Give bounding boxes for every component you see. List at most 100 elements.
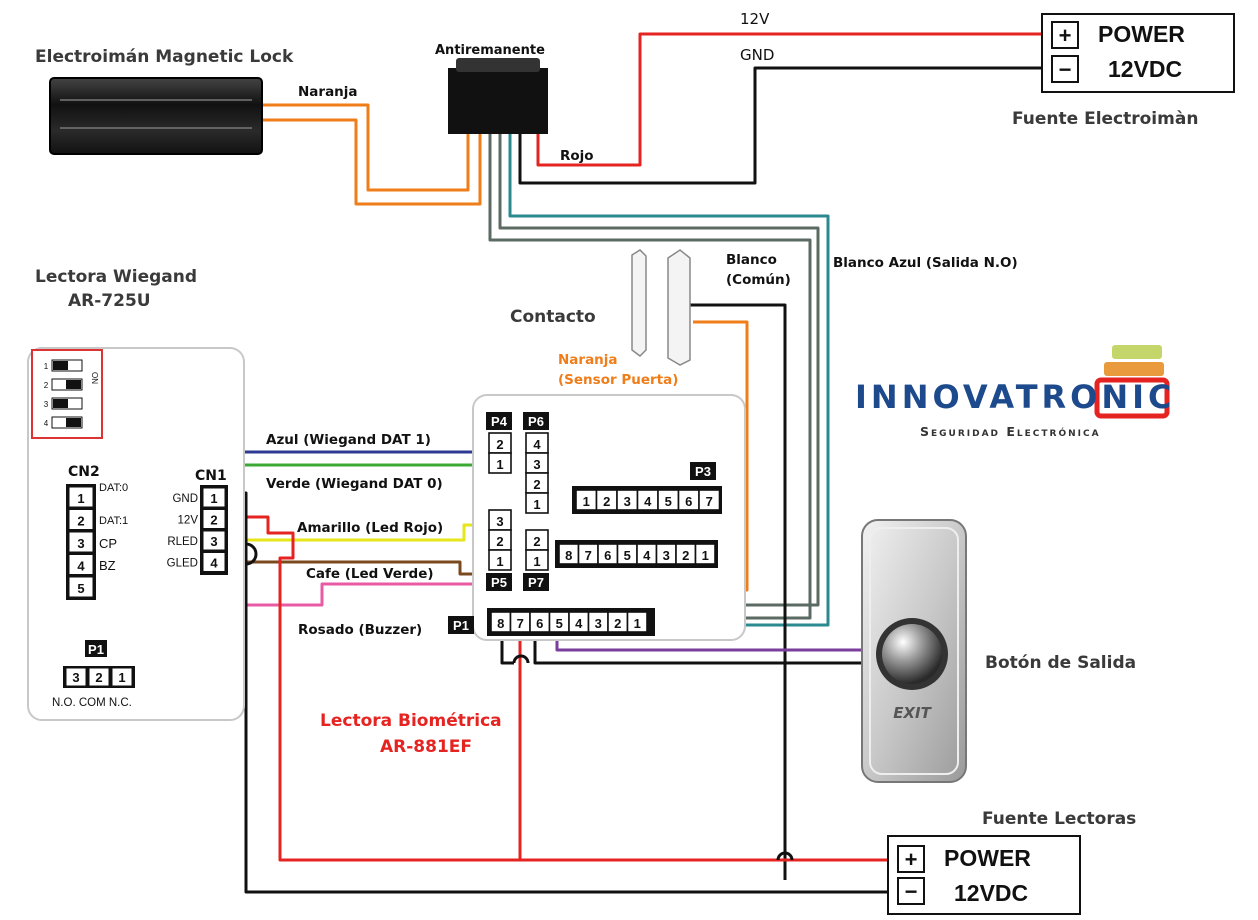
p6-tag xyxy=(523,412,549,430)
label-verde: Verde (Wiegand DAT 0) xyxy=(266,476,443,492)
cn1-pin-box xyxy=(202,487,226,508)
magnetic-lock-label: Electroimán Magnetic Lock xyxy=(35,47,294,67)
p1-wiegand-pin-number: 2 xyxy=(95,670,102,685)
p5-pin-number: 1 xyxy=(496,554,503,569)
row-pin-number: 3 xyxy=(663,548,670,563)
p7-pin-number: 2 xyxy=(533,534,540,549)
dip-number: 3 xyxy=(44,400,49,409)
p1-wiegand-pin-box xyxy=(88,667,110,687)
p3-pin-number: 2 xyxy=(603,494,610,509)
row-pin-number: 2 xyxy=(682,548,689,563)
power-lock-caption: Fuente Electroimàn xyxy=(1012,109,1198,129)
row-pin-number: 7 xyxy=(585,548,592,563)
p3-pin-number: 6 xyxy=(685,494,692,509)
p5-pin-box xyxy=(488,549,512,571)
wire-12v-red xyxy=(536,32,1042,167)
exit-text: EXIT xyxy=(893,704,932,722)
cn2-label: CN2 xyxy=(68,464,100,480)
door-contact: Contacto xyxy=(510,249,691,366)
wire-orange-lock-1 xyxy=(262,103,470,192)
magnetic-lock: Electroimán Magnetic Lock xyxy=(35,47,294,155)
biometric-title-1: Lectora Biométrica xyxy=(320,711,502,731)
p7-pin-box xyxy=(525,549,549,571)
label-rosado: Rosado (Buzzer) xyxy=(298,622,422,638)
label-naranja: Naranja xyxy=(298,84,358,100)
power-readers-caption: Fuente Lectoras xyxy=(982,809,1136,829)
p3-pin-number: 4 xyxy=(644,494,652,509)
p5-label: P5 xyxy=(491,575,507,590)
row-pin-number: 4 xyxy=(643,548,651,563)
logo-tagline: Seguridad Electrónica xyxy=(920,424,1101,439)
plus-icon: + xyxy=(905,847,918,872)
cn1-label: CN1 xyxy=(195,468,227,484)
p1-wiegand-label: P1 xyxy=(88,642,104,657)
cn2-pin-box xyxy=(68,486,94,508)
p6-pin-number: 3 xyxy=(533,457,540,472)
cn2-pin-number: 1 xyxy=(77,491,84,506)
p1-bio-label: P1 xyxy=(453,618,469,633)
row-pin-box xyxy=(694,543,716,565)
p1-wiegand-pin-box xyxy=(111,667,133,687)
row-pin-number: 6 xyxy=(604,548,611,563)
p5-pin-number: 3 xyxy=(496,514,503,529)
p7-tag xyxy=(523,573,549,591)
p1-bio-pin-number: 2 xyxy=(614,616,621,631)
dip-number: 2 xyxy=(44,381,49,390)
logo-name: INNOVATRONIC xyxy=(855,378,1176,416)
label-blanco-azul: Blanco Azul (Salida N.O) xyxy=(833,255,1018,271)
p1-wiegand-pin-box xyxy=(65,667,87,687)
label-sensor-puerta: (Sensor Puerta) xyxy=(558,372,678,388)
p5-pin-number: 2 xyxy=(496,534,503,549)
cn1-pin-number: 2 xyxy=(210,513,217,528)
cn1-pin-label: GLED xyxy=(167,558,198,570)
label-amarillo: Amarillo (Led Rojo) xyxy=(297,520,443,536)
cn2-pin-box xyxy=(68,576,94,598)
cn2-pin-number: 4 xyxy=(77,559,85,574)
cn1-pin-number: 1 xyxy=(210,491,217,506)
p4-tag xyxy=(486,412,512,430)
antiremanente: Antiremanente xyxy=(435,43,548,134)
cn1-pin-label: 12V xyxy=(178,515,199,527)
minus-icon: − xyxy=(1059,57,1072,82)
p6-pin-box xyxy=(525,492,549,514)
wire-hop-3 xyxy=(245,542,258,566)
cn2-pin-box xyxy=(68,531,94,553)
cn2-pin-box xyxy=(68,509,94,530)
p1-wiegand-caption: N.O. COM N.C. xyxy=(52,697,132,709)
power-lock-line1: POWER xyxy=(1098,21,1185,47)
label-comun: (Común) xyxy=(726,272,791,288)
cn2-pin-label: CP xyxy=(99,536,117,551)
cn1-pin-box xyxy=(202,509,226,529)
p7-pin-number: 1 xyxy=(533,554,540,569)
p4-label: P4 xyxy=(491,414,508,429)
p3-pin-number: 5 xyxy=(665,494,672,509)
p4-pin-number: 1 xyxy=(496,457,503,472)
p3-pin-number: 7 xyxy=(706,494,713,509)
label-gnd: GND xyxy=(740,46,774,64)
cn1-pin-number: 4 xyxy=(210,556,218,571)
wire-white-common xyxy=(690,303,787,880)
p6-label: P6 xyxy=(528,414,544,429)
dip-lever xyxy=(53,361,68,370)
p7-label: P7 xyxy=(528,575,544,590)
wire-orange-lock-2 xyxy=(262,118,482,206)
power-lock-line2: 12VDC xyxy=(1108,56,1182,82)
dip-on-label: ON xyxy=(90,372,99,384)
p1-bio-tag xyxy=(448,616,474,634)
p1-bio-pin-number: 1 xyxy=(634,616,641,631)
wire-red-power xyxy=(228,515,888,862)
wire-gnd-black xyxy=(518,66,1042,185)
p1-wiegand-pin-number: 1 xyxy=(118,670,125,685)
p1-bio-pin-number: 4 xyxy=(575,616,583,631)
antiremanente-label: Antiremanente xyxy=(435,43,545,58)
cn2-pin-number: 5 xyxy=(77,581,84,596)
wire-teal-no xyxy=(508,128,830,627)
p1-bio-pin-number: 6 xyxy=(536,616,543,631)
label-blanco: Blanco xyxy=(726,252,777,268)
cn2-pin-label: BZ xyxy=(99,558,116,573)
row-pin-number: 1 xyxy=(702,548,709,563)
wire-hop-1 xyxy=(512,654,530,664)
exit-button: EXIT Botón de Salida xyxy=(861,519,1136,783)
label-naranja-sensor: Naranja xyxy=(558,352,618,368)
